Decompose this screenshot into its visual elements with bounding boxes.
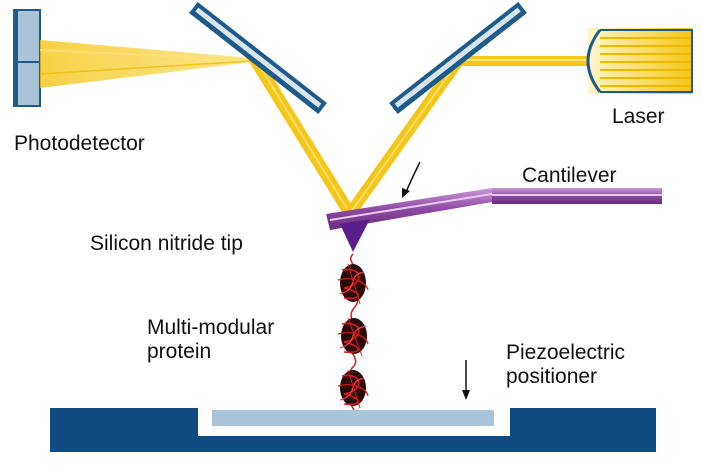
sample-substrate bbox=[212, 410, 494, 426]
piezoelectric-stage bbox=[50, 408, 656, 452]
laser-label: Laser bbox=[612, 105, 665, 128]
cantilever-label: Cantilever bbox=[522, 164, 617, 187]
tip-label: Silicon nitride tip bbox=[90, 232, 243, 255]
right-mirror bbox=[389, 1, 527, 115]
piezo-label: Piezoelectric positioner bbox=[506, 341, 625, 389]
laser-lens bbox=[586, 29, 602, 93]
reflected-beam-fan bbox=[40, 40, 252, 88]
left-mirror bbox=[189, 1, 327, 115]
protein-module-2 bbox=[337, 317, 369, 357]
piezo-arrow bbox=[462, 360, 470, 400]
piezo-label-line1: Piezoelectric bbox=[506, 341, 626, 364]
photodetector-label: Photodetector bbox=[14, 132, 145, 155]
protein-module-1 bbox=[337, 263, 369, 305]
deflection-arrow bbox=[402, 161, 421, 198]
protein-label-line1: Multi-modular bbox=[147, 316, 275, 339]
photodetector-sensor bbox=[14, 10, 40, 106]
protein-label-line2: protein bbox=[147, 340, 212, 363]
piezo-label-line2: positioner bbox=[506, 365, 598, 388]
silicon-nitride-tip bbox=[340, 219, 370, 252]
multi-modular-protein bbox=[337, 253, 369, 413]
photodetector bbox=[13, 9, 41, 107]
cantilever bbox=[326, 188, 662, 230]
protein-label: Multi-modular protein bbox=[147, 316, 274, 364]
laser bbox=[586, 28, 693, 94]
protein-module-3 bbox=[337, 369, 369, 409]
stage-base bbox=[50, 408, 656, 452]
